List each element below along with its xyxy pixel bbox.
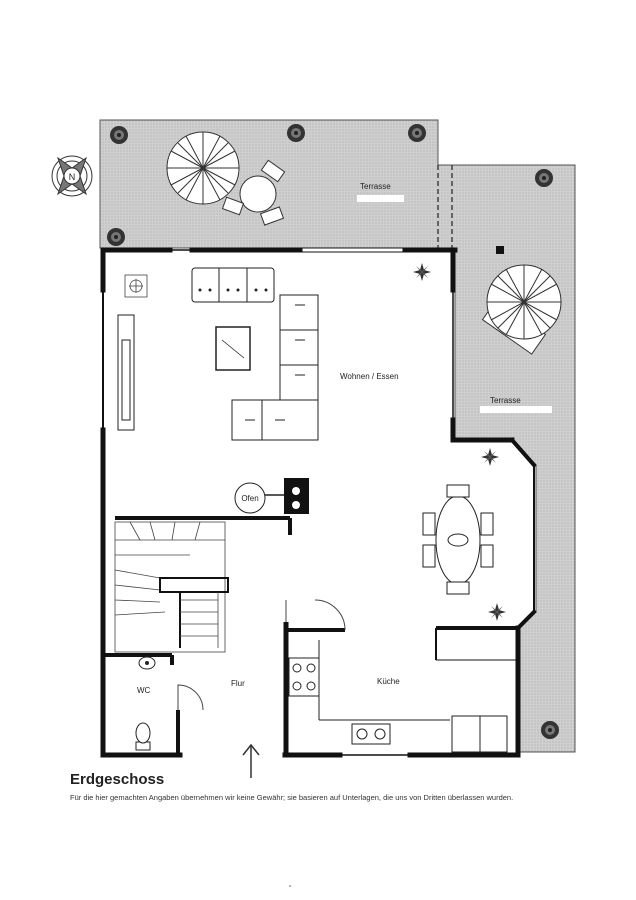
label-wc: WC — [137, 686, 151, 695]
label-oven: Ofen — [241, 494, 258, 503]
label-living: Wohnen / Essen — [340, 372, 399, 381]
label-terrace-top: Terrasse — [360, 182, 391, 191]
compass-letter: N — [69, 172, 76, 182]
corner-sofa — [231, 294, 319, 441]
coffee-table — [215, 326, 251, 371]
chimney — [284, 478, 309, 514]
staircase — [114, 521, 229, 653]
parasol-top — [166, 131, 240, 205]
interior-floor — [103, 251, 532, 753]
page-title: Erdgeschoss — [70, 771, 165, 788]
kitchen-cabinets — [451, 715, 508, 753]
sofa-top — [191, 267, 275, 303]
entrance-arrow — [242, 743, 260, 778]
dining-table — [422, 484, 494, 595]
interior-walls — [103, 516, 518, 755]
label-terrace-right: Terrasse — [490, 396, 521, 405]
label-hall: Flur — [231, 679, 245, 688]
door-swings — [177, 599, 346, 711]
terrace-table-top — [221, 159, 286, 226]
kitchen-sink — [351, 723, 391, 745]
parasol-right — [481, 264, 562, 355]
stove — [288, 657, 320, 697]
tv-cabinet — [117, 314, 135, 431]
label-kitchen: Küche — [377, 677, 400, 686]
compass-icon — [51, 155, 93, 197]
floor-lamp — [124, 274, 148, 298]
exterior-walls — [100, 247, 537, 758]
toilet — [135, 722, 151, 751]
oven — [234, 482, 266, 514]
terrace-post — [496, 246, 504, 254]
wc-sink — [138, 656, 156, 670]
disclaimer-text: Für die hier gemachten Angaben übernehme… — [70, 793, 514, 802]
